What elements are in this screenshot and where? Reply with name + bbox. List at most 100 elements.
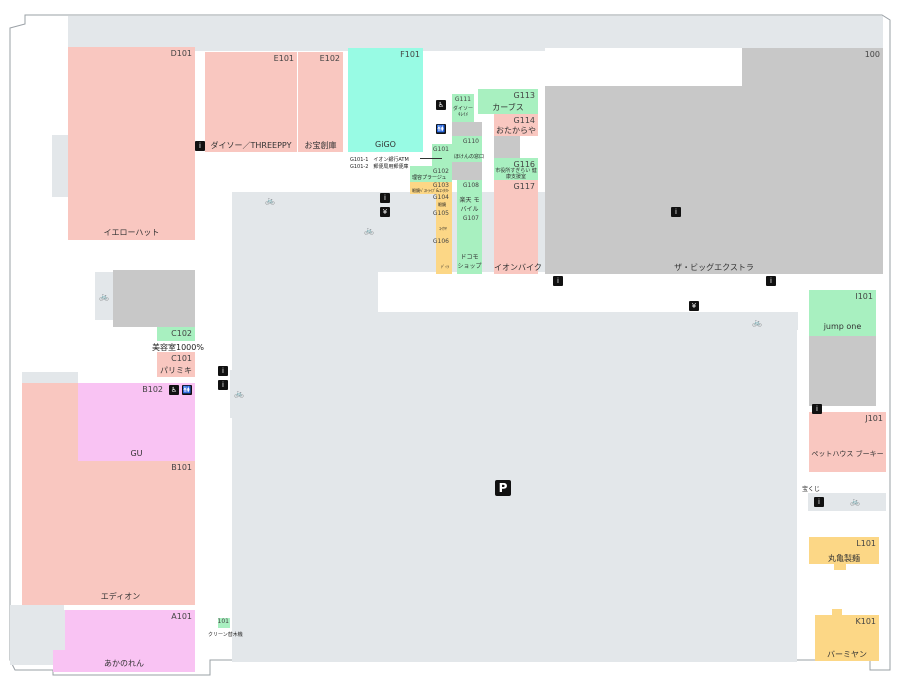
store-code: L101 — [856, 539, 876, 548]
store-code: I101 — [855, 292, 873, 301]
store-g102[interactable]: G102 理容プラージュ — [410, 166, 452, 182]
takarakuji-label: 宝くじ — [802, 486, 821, 493]
store-g116[interactable]: G116 市役所すぎらい 健康支援室 — [494, 158, 538, 180]
telephone-icon[interactable]: i — [218, 366, 228, 376]
store-code: J101 — [865, 414, 883, 423]
info-icon[interactable]: i — [380, 193, 390, 203]
store-name: ダイソー／THREEPPY — [210, 141, 292, 150]
store-code: 101 — [217, 618, 229, 625]
store-name: パリミキ — [160, 366, 192, 375]
store-e101[interactable]: E101 ダイソー／THREEPPY — [205, 52, 297, 152]
store-name: GiGO — [375, 140, 396, 149]
store-101-name: クリーン替木機 — [208, 632, 243, 638]
store-g106[interactable]: G106 ﾃﾞｨﾗ — [432, 236, 452, 274]
store-g111[interactable]: G111 ダイソー ｷﾚｲﾒ — [452, 94, 474, 122]
info-icon[interactable]: i — [814, 497, 824, 507]
notch — [53, 610, 65, 650]
store-i101[interactable]: I101 jump one — [809, 290, 876, 336]
accessible-icon[interactable]: ♿ — [436, 100, 446, 110]
info-icon[interactable]: i — [812, 404, 822, 414]
store-b101[interactable]: B101 エディオン — [46, 461, 195, 605]
store-g110[interactable]: G110 — [452, 136, 482, 162]
info-icon[interactable]: i — [766, 276, 776, 286]
bicycle-parking-icon: 🚲 — [234, 389, 244, 398]
bicycle-parking-icon: 🚲 — [752, 318, 762, 327]
accessible-icon[interactable]: ♿ — [169, 385, 179, 395]
store-name: おたからや — [496, 126, 536, 135]
store-code: K101 — [855, 617, 876, 626]
store-code: G105 — [432, 210, 449, 217]
store-g104[interactable]: G104 眼鏡 — [433, 194, 452, 208]
store-name: GU — [130, 449, 143, 458]
postbox-label: G101-2 郵便局用郵便庫 — [350, 164, 409, 170]
store-j101[interactable]: J101 ペットハウス ブーキー — [809, 412, 886, 472]
vacant-unit — [452, 162, 482, 180]
store-code: E102 — [319, 54, 340, 63]
store-code: G102 — [432, 168, 449, 175]
store-name: 丸亀製麺 — [828, 554, 860, 563]
info-icon[interactable]: i — [553, 276, 563, 286]
bicycle-parking-icon: 🚲 — [364, 226, 374, 235]
store-name: カーブス — [492, 103, 524, 112]
corner-notch — [545, 48, 742, 86]
store-name: jump one — [823, 322, 862, 331]
store-l101[interactable]: L101 丸亀製麺 — [809, 537, 879, 564]
vacant-unit — [452, 122, 482, 136]
vacant-unit — [809, 336, 876, 406]
atm-icon[interactable]: ¥ — [689, 301, 699, 311]
store-101[interactable]: 101 — [218, 618, 230, 628]
store-b102[interactable]: B102 GU — [78, 383, 195, 461]
store-name: ザ・ビッグエクストラ — [674, 263, 754, 272]
atm-label: G101-1 イオン銀行ATM — [350, 157, 409, 163]
store-name: 市役所すぎらい 健康支援室 — [495, 168, 537, 180]
store-g114[interactable]: G114 おたからや — [494, 114, 538, 136]
store-code: G103 — [432, 182, 449, 189]
store-code: G106 — [432, 238, 449, 245]
store-name: ほけんの窓口 — [454, 154, 485, 160]
store-name: ダイソー ｷﾚｲﾒ — [452, 106, 473, 118]
store-a101[interactable]: A101 あかのれん — [53, 610, 195, 672]
leader-line — [420, 158, 442, 159]
store-name: お宝創庫 — [304, 141, 337, 150]
store-g117[interactable]: G117 イオンバイク — [494, 180, 542, 274]
store-f101[interactable]: F101 GiGO — [348, 48, 423, 152]
store-g101[interactable]: G101 ほけんの窓口 — [432, 144, 484, 166]
store-code: E101 — [273, 54, 294, 63]
store-k101[interactable]: K101 バーミヤン — [815, 615, 879, 661]
store-code: G117 — [513, 182, 535, 191]
store-name: ｺｲｹﾔ — [439, 226, 447, 231]
atm-icon[interactable]: ¥ — [380, 207, 390, 217]
store-name: ペットハウス ブーキー — [811, 450, 884, 458]
store-g113[interactable]: G113 カーブス — [478, 89, 538, 114]
store-code: B101 — [171, 463, 192, 472]
store-code: C102 — [171, 329, 192, 338]
store-g105[interactable]: G105 ｺｲｹﾔ — [432, 208, 452, 236]
store-code: G108 — [462, 182, 479, 189]
store-code: D101 — [170, 49, 192, 58]
restroom-icon[interactable]: 🚻 — [436, 124, 446, 134]
store-g103[interactable]: G103 眼鏡ﾍﾞｽﾄﾗｲﾌﾞ&ｺﾝﾀｸﾄ — [410, 182, 452, 194]
store-name: あかのれん — [104, 659, 144, 668]
store-code: A101 — [171, 612, 192, 621]
store-100[interactable]: 100 ザ・ビッグエクストラ — [545, 48, 883, 274]
store-code: G114 — [513, 116, 535, 125]
vacant-unit — [494, 136, 520, 158]
store-g107[interactable]: G107 ドコモ ショップ — [457, 213, 482, 274]
store-d101[interactable]: D101 イエローハット — [68, 47, 195, 240]
store-code: G107 — [462, 215, 479, 222]
elevator-icon[interactable]: i — [671, 207, 681, 217]
store-name: イオンバイク — [494, 263, 542, 272]
store-c101[interactable]: C101 パリミキ — [157, 352, 195, 377]
store-code: G111 — [454, 96, 471, 103]
store-name: 眼鏡 — [438, 202, 446, 207]
store-name: 眼鏡ﾍﾞｽﾄﾗｲﾌﾞ&ｺﾝﾀｸﾄ — [412, 188, 450, 193]
bicycle-parking-icon: 🚲 — [99, 292, 109, 301]
store-code: G113 — [513, 91, 535, 100]
info-icon[interactable]: i — [195, 141, 205, 151]
store-c102[interactable]: C102 — [157, 327, 195, 341]
store-e102[interactable]: E102 お宝創庫 — [298, 52, 343, 152]
restroom-icon[interactable]: 🚻 — [182, 385, 192, 395]
store-code: G110 — [462, 138, 479, 145]
info-icon[interactable]: i — [218, 380, 228, 390]
